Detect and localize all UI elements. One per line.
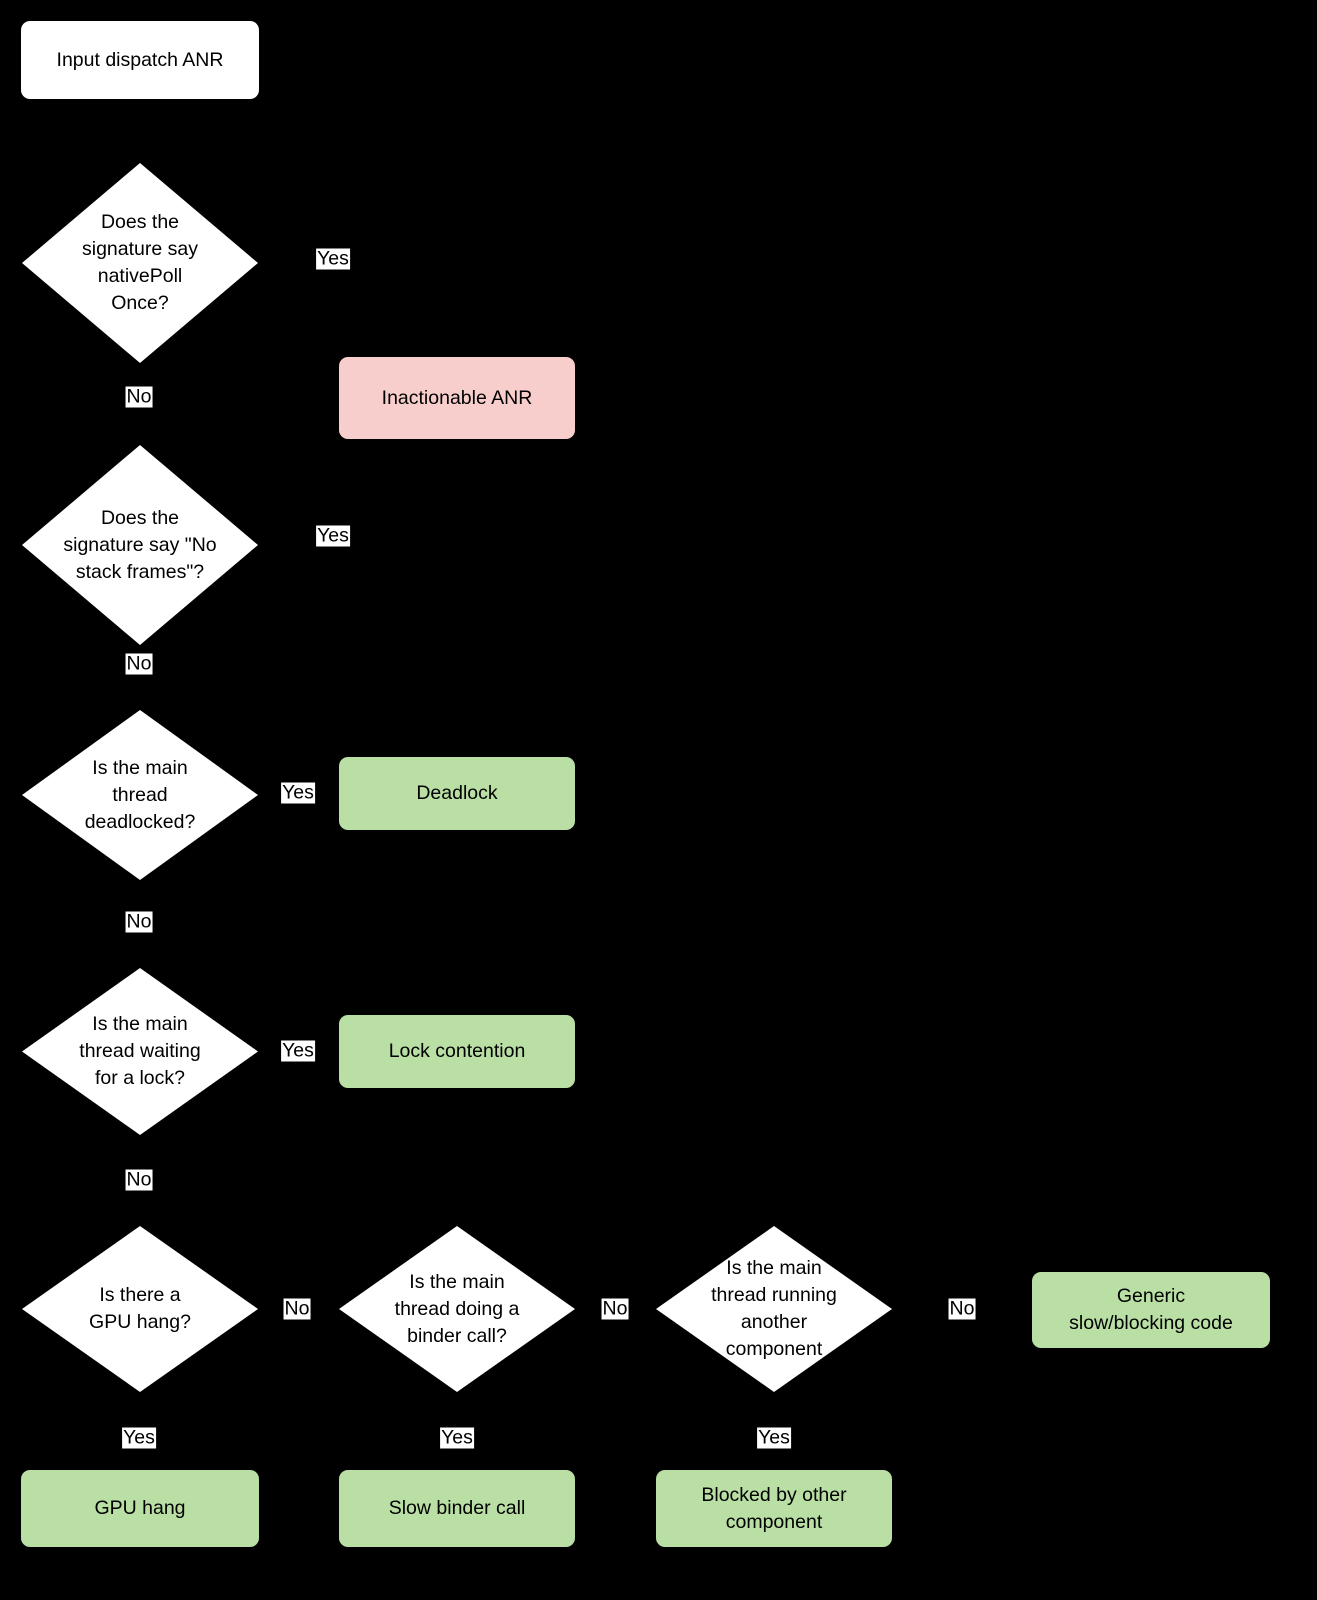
decision-no-stack-frames[interactable]: Does the signature say "No stack frames"… — [22, 445, 258, 645]
node-generic-slow-blocking-code[interactable]: Generic slow/blocking code — [1032, 1272, 1270, 1348]
edge-label-nativepoll-yes: Yes — [316, 247, 350, 270]
decision-running-another-component[interactable]: Is the main thread running another compo… — [656, 1226, 892, 1392]
edge-label-binder-yes: Yes — [440, 1426, 474, 1449]
decision-running-another-component-label: Is the main thread running another compo… — [711, 1257, 837, 1360]
decision-waiting-for-lock-label: Is the main thread waiting for a lock? — [79, 1013, 201, 1089]
node-slow-binder-call[interactable]: Slow binder call — [339, 1470, 575, 1547]
decision-waiting-for-lock[interactable]: Is the main thread waiting for a lock? — [22, 968, 258, 1135]
edge-label-waitinglock-yes: Yes — [281, 1039, 315, 1062]
decision-gpu-hang-label: Is there a GPU hang? — [89, 1284, 191, 1333]
node-inactionable-anr[interactable]: Inactionable ANR — [339, 357, 575, 439]
decision-binder-call[interactable]: Is the main thread doing a binder call? — [339, 1226, 575, 1392]
edge-label-nativepoll-no: No — [125, 385, 153, 408]
decision-main-thread-deadlocked-label: Is the main thread deadlocked? — [84, 756, 196, 833]
decision-no-stack-frames-label: Does the signature say "No stack frames"… — [63, 506, 217, 583]
decision-nativepollonce[interactable]: Does the signature say nativePoll Once? — [22, 163, 258, 363]
edge-label-othercomponent-no: No — [948, 1297, 976, 1320]
edge-label-binder-no: No — [601, 1297, 629, 1320]
node-deadlock[interactable]: Deadlock — [339, 757, 575, 830]
edge-label-gpuhang-yes: Yes — [122, 1426, 156, 1449]
decision-main-thread-deadlocked[interactable]: Is the main thread deadlocked? — [22, 710, 258, 880]
node-gpu-hang-outcome[interactable]: GPU hang — [21, 1470, 259, 1547]
edge-label-deadlocked-yes: Yes — [281, 781, 315, 804]
edge-label-waitinglock-no: No — [125, 1168, 153, 1191]
edge-label-nostackframes-yes: Yes — [316, 524, 350, 547]
node-lock-contention[interactable]: Lock contention — [339, 1015, 575, 1088]
decision-nativepollonce-label: Does the signature say nativePoll Once? — [82, 211, 198, 314]
edge-nativepoll-yes — [258, 262, 458, 357]
edge-label-othercomponent-yes: Yes — [757, 1426, 791, 1449]
edge-label-deadlocked-no: No — [125, 910, 153, 933]
decision-binder-call-label: Is the main thread doing a binder call? — [394, 1270, 520, 1347]
node-blocked-by-other-component[interactable]: Blocked by other component — [656, 1470, 892, 1547]
edge-label-nostackframes-no: No — [125, 652, 153, 675]
edge-nostackframes-yes — [258, 440, 458, 537]
decision-gpu-hang[interactable]: Is there a GPU hang? — [22, 1226, 258, 1392]
edge-label-gpuhang-no: No — [283, 1297, 311, 1320]
node-input-dispatch-anr[interactable]: Input dispatch ANR — [21, 21, 259, 99]
